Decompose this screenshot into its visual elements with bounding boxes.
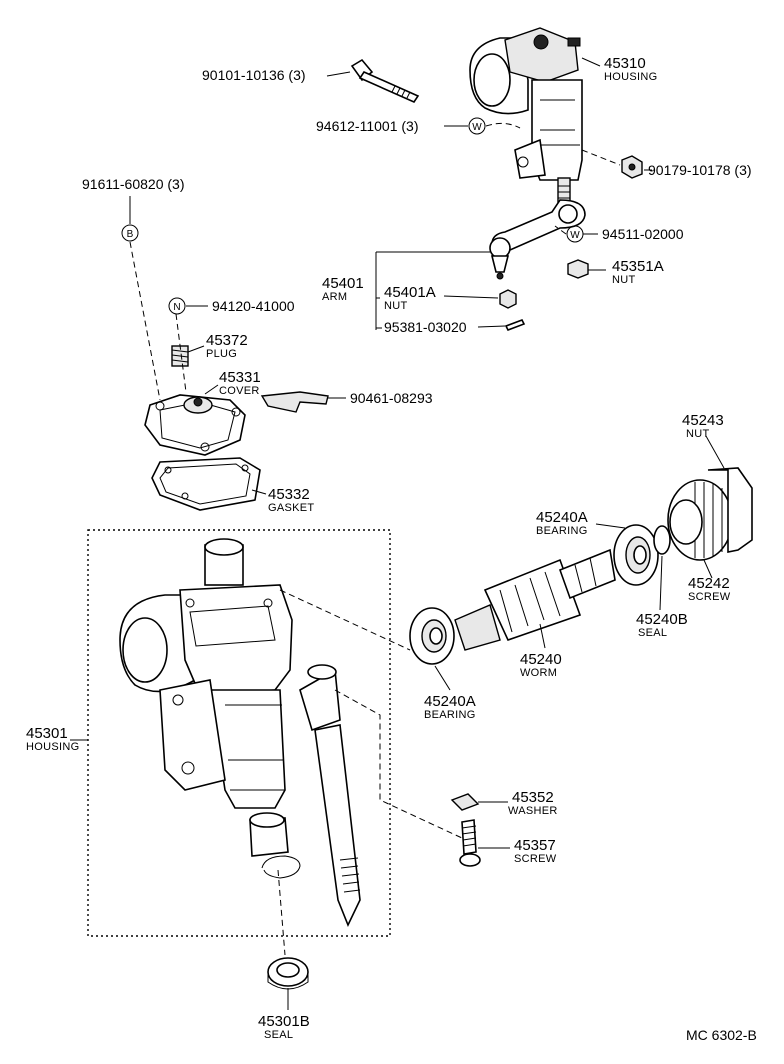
part-number: 45242 <box>688 575 730 592</box>
label-45243: 45243 NUT <box>682 412 724 440</box>
part-number: 45352 <box>512 789 554 806</box>
label-45240: 45240 WORM <box>520 651 562 679</box>
part-name: NUT <box>686 428 710 440</box>
label-91611: 91611-60820 (3) <box>82 176 184 192</box>
b-symbol-91611: B <box>121 224 139 242</box>
bracket-90461-illustration <box>260 391 329 413</box>
cover-45331-illustration <box>144 394 246 456</box>
label-45401: 45401 ARM <box>322 275 364 303</box>
snap-ring-illustration <box>261 855 301 879</box>
label-94511: 94511-02000 <box>602 226 684 242</box>
part-name: WASHER <box>508 805 558 817</box>
label-95381: 95381-03020 <box>384 319 467 335</box>
part-number: 45401A <box>384 284 436 301</box>
part-number: 45240A <box>424 693 476 710</box>
part-number: 45401 <box>322 275 364 292</box>
label-45301B: 45301B SEAL <box>258 1013 310 1041</box>
pin-95381-illustration <box>504 318 526 332</box>
svg-text:W: W <box>472 122 482 133</box>
part-name: COVER <box>219 385 260 397</box>
part-number: 45372 <box>206 332 248 349</box>
nut-45243-illustration <box>707 467 753 553</box>
part-number: 45301B <box>258 1013 310 1030</box>
w-symbol-94612: W <box>468 117 486 135</box>
part-number: 45332 <box>268 486 310 503</box>
label-90101: 90101-10136 (3) <box>202 67 306 83</box>
label-45372: 45372 PLUG <box>206 332 248 360</box>
label-45301: 45301 HOUSING <box>26 725 79 753</box>
label-45401A: 45401A NUT <box>384 284 436 312</box>
seal-45301B-illustration <box>267 957 309 990</box>
part-number: 45240B <box>636 611 688 628</box>
sleeve-illustration <box>249 812 289 857</box>
part-name: WORM <box>520 667 557 679</box>
part-name: SEAL <box>638 627 667 639</box>
part-number: 45243 <box>682 412 724 429</box>
part-number: 45240 <box>520 651 562 668</box>
leader-lines <box>70 57 725 1010</box>
gasket-45332-illustration <box>151 457 261 511</box>
part-name: SEAL <box>264 1029 293 1041</box>
label-45351A: 45351A NUT <box>612 258 664 286</box>
label-45240A-top: 45240A BEARING <box>536 509 588 537</box>
part-number: 45310 <box>604 55 646 72</box>
part-name: NUT <box>384 300 408 312</box>
sector-shaft-illustration <box>299 664 361 927</box>
screw-45357-illustration <box>459 819 481 867</box>
w-symbol-94511: W <box>566 225 584 243</box>
part-number: 45240A <box>536 509 588 526</box>
part-name: HOUSING <box>26 741 79 753</box>
nut-45351A-illustration <box>567 259 589 279</box>
label-90461: 90461-08293 <box>350 390 433 406</box>
svg-text:W: W <box>570 230 580 241</box>
part-name: GASKET <box>268 502 314 514</box>
part-number: 45331 <box>219 369 261 386</box>
housing-45310-illustration <box>469 27 583 207</box>
arm-45401-illustration <box>489 199 586 280</box>
part-number: 45351A <box>612 258 664 275</box>
label-45242: 45242 SCREW <box>688 575 731 603</box>
part-number: 45301 <box>26 725 68 742</box>
bolt-90101-illustration <box>350 58 420 104</box>
label-45331: 45331 COVER <box>219 369 261 397</box>
part-name: BEARING <box>424 709 476 721</box>
diagram-code: MC 6302-B <box>686 1027 757 1043</box>
bearing-45240A-top-illustration <box>613 524 659 586</box>
bearing-45240A-bottom-illustration <box>409 607 455 665</box>
label-90179: 90179-10178 (3) <box>648 162 752 178</box>
label-45357: 45357 SCREW <box>514 837 557 865</box>
seal-45240B-illustration <box>653 525 671 555</box>
part-name: ARM <box>322 291 347 303</box>
housing-45301-boundary <box>87 529 391 937</box>
n-symbol-94120: N <box>168 297 186 315</box>
part-number: 45357 <box>514 837 556 854</box>
svg-text:B: B <box>127 229 134 240</box>
part-name: SCREW <box>688 591 731 603</box>
label-45240A-bottom: 45240A BEARING <box>424 693 476 721</box>
label-94612: 94612-11001 (3) <box>316 118 418 134</box>
label-45352: 45352 WASHER <box>508 789 558 817</box>
washer-45352-illustration <box>450 793 480 811</box>
label-45332: 45332 GASKET <box>268 486 314 514</box>
part-name: HOUSING <box>604 71 657 83</box>
screw-45242-illustration <box>667 479 733 561</box>
svg-text:N: N <box>173 302 180 313</box>
nut-90179-illustration <box>621 155 643 179</box>
label-45240B: 45240B SEAL <box>636 611 688 639</box>
part-name: PLUG <box>206 348 237 360</box>
part-name: SCREW <box>514 853 557 865</box>
part-name: NUT <box>612 274 636 286</box>
worm-45240-illustration <box>454 548 616 651</box>
label-45310: 45310 HOUSING <box>604 55 657 83</box>
part-name: BEARING <box>536 525 588 537</box>
nut-45401A-illustration <box>499 289 517 309</box>
housing-45301-illustration <box>119 538 293 809</box>
label-94120: 94120-41000 <box>212 298 295 314</box>
